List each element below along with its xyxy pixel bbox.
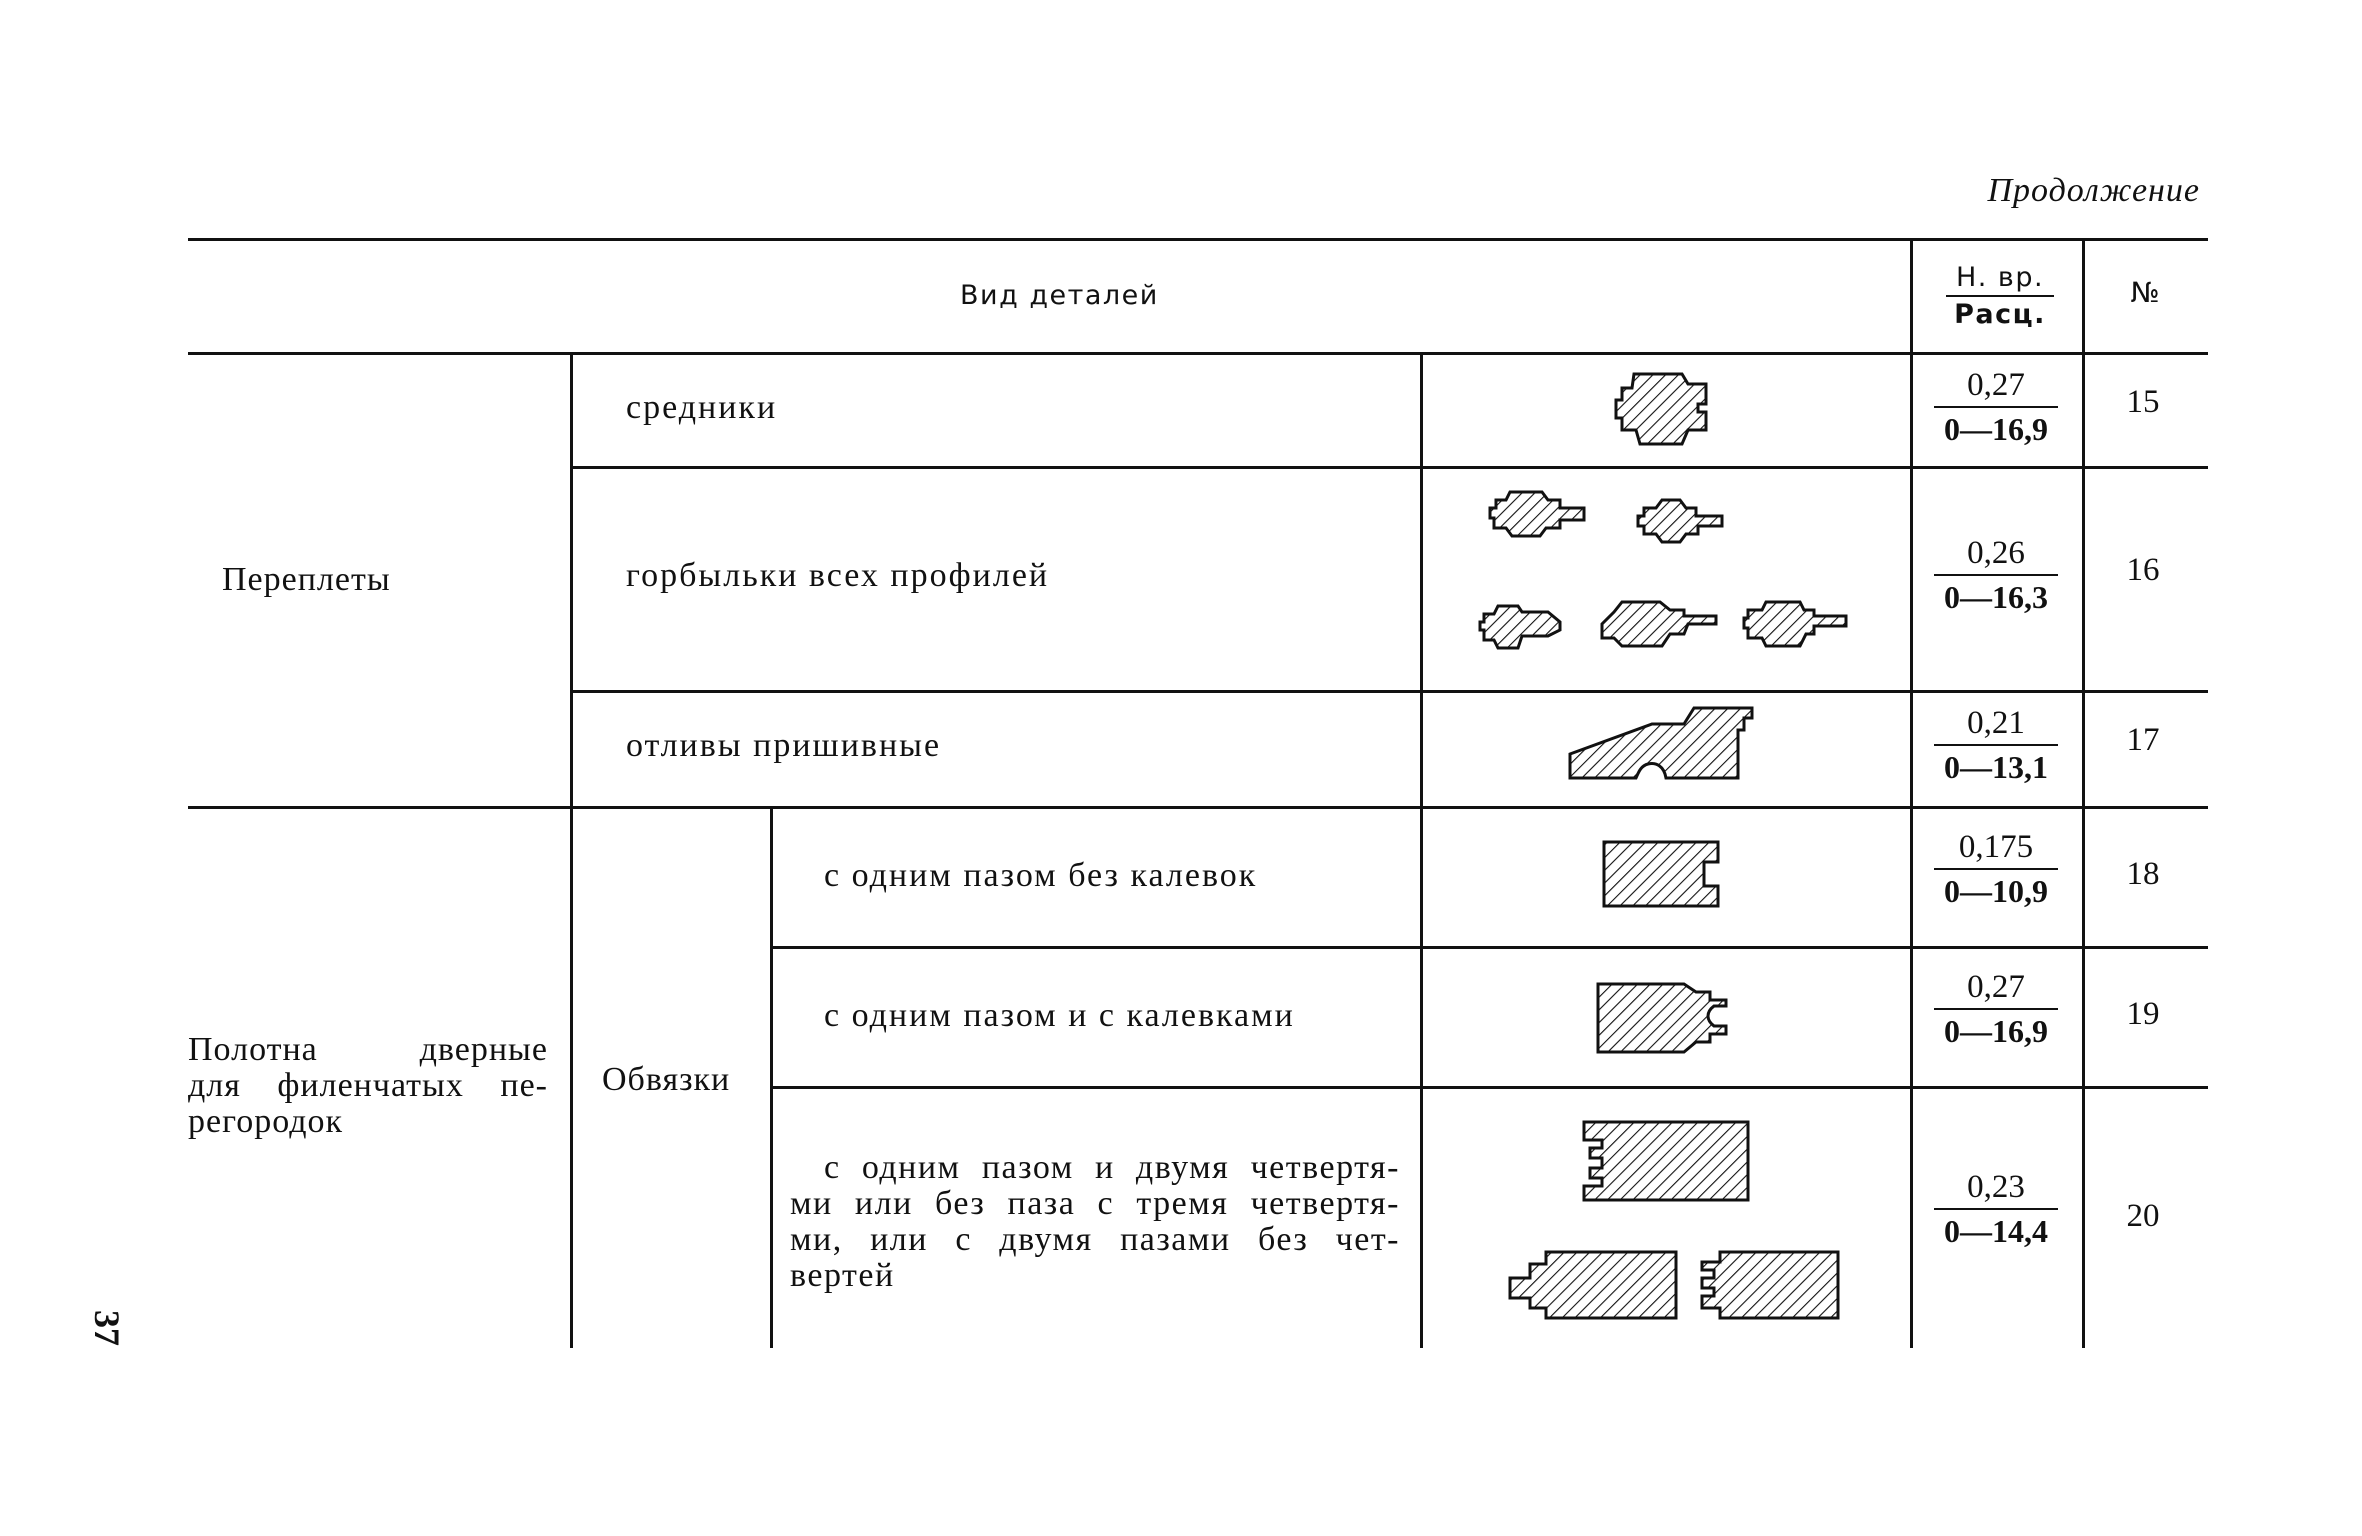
row16-name: горбыльки всех профилей (626, 557, 1050, 594)
header-norm-bottom: Расц. (1954, 299, 2046, 330)
obvyazka-3-profile-drawing-1 (1582, 1120, 1750, 1202)
row18-norm: 0,175 0—10,9 (1926, 828, 2066, 910)
gorbylek-profile-drawing-1 (1488, 490, 1586, 538)
col-no-left (2082, 238, 2085, 1348)
row19-name: с одним пазом и с калевками (824, 997, 1295, 1034)
group-obvyazki: Обвязки (602, 1061, 731, 1098)
gorbylek-profile-drawing-3 (1478, 604, 1562, 650)
rule-top (188, 238, 2208, 241)
gorbylek-profile-drawing-5 (1742, 600, 1848, 648)
row20-name-line3: ми, или с двумя пазами без чет- (790, 1221, 1400, 1258)
row15-name: средники (626, 389, 778, 426)
col-sub-left (570, 352, 573, 1348)
group-polotna-line3: регородок (188, 1103, 344, 1140)
row18-number: 18 (2126, 856, 2160, 892)
group-polotna-line2: для филенчатых пе- (188, 1067, 548, 1104)
rule-group (188, 806, 2208, 809)
group-polotna-line1: Полотна дверные (188, 1031, 548, 1068)
row17-norm-value: 0,21 (1967, 705, 2025, 741)
row20-norm: 0,23 0—14,4 (1926, 1168, 2066, 1250)
gorbylek-profile-drawing-4 (1600, 600, 1718, 648)
row20-rate-value: 0—14,4 (1944, 1213, 2048, 1249)
continuation-label: Продолжение (1987, 172, 2200, 209)
group-polotna: Полотна дверные для филенчатых пе- регор… (188, 1032, 548, 1140)
page-number: 37 (87, 1310, 127, 1346)
header-norm: Н. вр. Расц. (1940, 262, 2060, 330)
rule-row16 (572, 690, 2208, 693)
row18-name: с одним пазом без калевок (824, 857, 1258, 894)
col-obvyazki-right (770, 806, 773, 1348)
obvyazka-3-profile-drawing-2 (1508, 1250, 1678, 1320)
header-number: № (2130, 276, 2160, 309)
group-pereplety: Переплеты (222, 561, 391, 598)
row18-rate-value: 0—10,9 (1944, 873, 2048, 909)
row17-rate-value: 0—13,1 (1944, 749, 2048, 785)
obvyazka-3-profile-drawing-3 (1700, 1250, 1840, 1320)
rule-row18 (772, 946, 2208, 949)
row20-name-line2: ми или без паза с тремя четвертя- (790, 1185, 1400, 1222)
col-norm-left (1910, 238, 1913, 1348)
row18-norm-value: 0,175 (1958, 829, 2034, 865)
header-norm-bar (1946, 295, 2054, 297)
obvyazka-1-profile-drawing (1602, 840, 1720, 908)
row17-number: 17 (2126, 722, 2160, 758)
row15-norm-value: 0,27 (1967, 367, 2025, 403)
row20-norm-value: 0,23 (1967, 1169, 2025, 1205)
row16-rate-value: 0—16,3 (1944, 579, 2048, 615)
header-kind: Вид деталей (960, 280, 1159, 311)
row19-number: 19 (2126, 996, 2160, 1032)
row20-name-line4: вертей (790, 1257, 895, 1294)
row15-number: 15 (2126, 384, 2160, 420)
row20-name-line1: с одним пазом и двумя четвертя- (824, 1149, 1400, 1186)
row16-norm: 0,26 0—16,3 (1926, 534, 2066, 616)
col-drawing-left (1420, 352, 1423, 1348)
row17-norm: 0,21 0—13,1 (1926, 704, 2066, 786)
row16-norm-value: 0,26 (1967, 535, 2025, 571)
row17-name: отливы пришивные (626, 727, 942, 764)
srednik-profile-drawing (1614, 372, 1708, 446)
gorbylek-profile-drawing-2 (1636, 498, 1724, 544)
row20-number: 20 (2126, 1198, 2160, 1234)
row15-norm: 0,27 0—16,9 (1926, 366, 2066, 448)
rule-row19 (772, 1086, 2208, 1089)
row19-rate-value: 0—16,9 (1944, 1013, 2048, 1049)
row20-name: с одним пазом и двумя четвертя- ми или б… (790, 1150, 1400, 1294)
rule-row15 (572, 466, 2208, 469)
rule-header (188, 352, 2208, 355)
obvyazka-2-profile-drawing (1596, 982, 1728, 1054)
row19-norm-value: 0,27 (1967, 969, 2025, 1005)
header-norm-top: Н. вр. (1955, 262, 2045, 293)
row15-rate-value: 0—16,9 (1944, 411, 2048, 447)
otliv-profile-drawing (1568, 706, 1754, 780)
row19-norm: 0,27 0—16,9 (1926, 968, 2066, 1050)
row16-number: 16 (2126, 552, 2160, 588)
